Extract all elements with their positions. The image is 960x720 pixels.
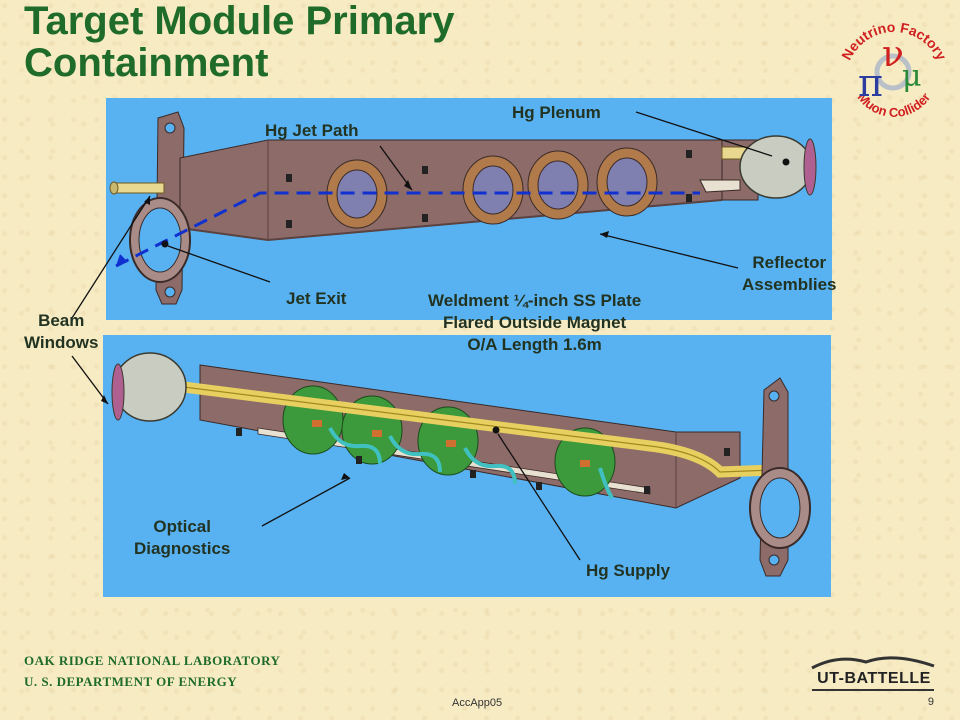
hg-inlet-tube-top: [113, 182, 165, 194]
label-hg-jet-path: Hg Jet Path: [265, 121, 359, 140]
label-weldment-line-3: O/A Length 1.6m: [467, 335, 602, 354]
label-hg-supply: Hg Supply: [586, 561, 671, 580]
label-reflector-assemblies: Reflector Assemblies: [742, 252, 837, 296]
org-name: OAK RIDGE NATIONAL LABORATORY: [24, 653, 281, 668]
label-weldment-line-2: Flared Outside Magnet: [442, 313, 627, 332]
org-department: U. S. DEPARTMENT OF ENERGY: [24, 674, 238, 689]
footer-org-line-1: OAK RIDGE NATIONAL LABORATORY: [24, 652, 280, 670]
label-optical-line-2: Diagnostics: [134, 539, 231, 558]
title-line-1: Target Module Primary: [24, 0, 455, 43]
title-line-2: Containment: [24, 41, 269, 85]
hg-plenum-cylinder-bottom: [113, 352, 187, 422]
optical-fibers: [328, 427, 614, 500]
ut-battelle-logo-icon: [811, 656, 935, 691]
footer-org-line-2: U. S. DEPARTMENT OF ENERGY: [24, 673, 237, 691]
slide-number: 9: [927, 696, 934, 708]
leader-arrowheads: [101, 180, 609, 480]
label-jet-exit: Jet Exit: [286, 289, 347, 308]
footer-conference: AccApp05: [452, 697, 503, 709]
ut-battelle-brand: UT-BATTELLE: [817, 670, 931, 687]
plate-bolts-bottom: [236, 428, 730, 494]
leader-lines: [71, 111, 773, 561]
diagnostic-lenses: [312, 420, 590, 467]
hg-plenum-cylinder: [739, 135, 813, 199]
label-hg-plenum: Hg Plenum: [512, 103, 601, 122]
label-reflector-line-2: Assemblies: [742, 275, 837, 294]
label-optical-line-1: Optical: [153, 517, 211, 536]
label-optical-diagnostics: Optical Diagnostics: [134, 516, 230, 560]
label-reflector-line-1: Reflector: [752, 253, 827, 272]
label-beam-line-1: Beam: [38, 311, 85, 330]
plate-bolts-top: [286, 150, 692, 228]
label-weldment: Weldment ¼-inch SS Plate Flared Outside …: [428, 290, 641, 356]
label-beam-line-2: Windows: [24, 333, 99, 352]
label-beam-windows: Beam Windows: [24, 310, 98, 354]
label-weldment-line-1: Weldment ¼-inch SS Plate: [428, 291, 642, 310]
slide-title: Target Module Primary Containment: [24, 0, 584, 84]
